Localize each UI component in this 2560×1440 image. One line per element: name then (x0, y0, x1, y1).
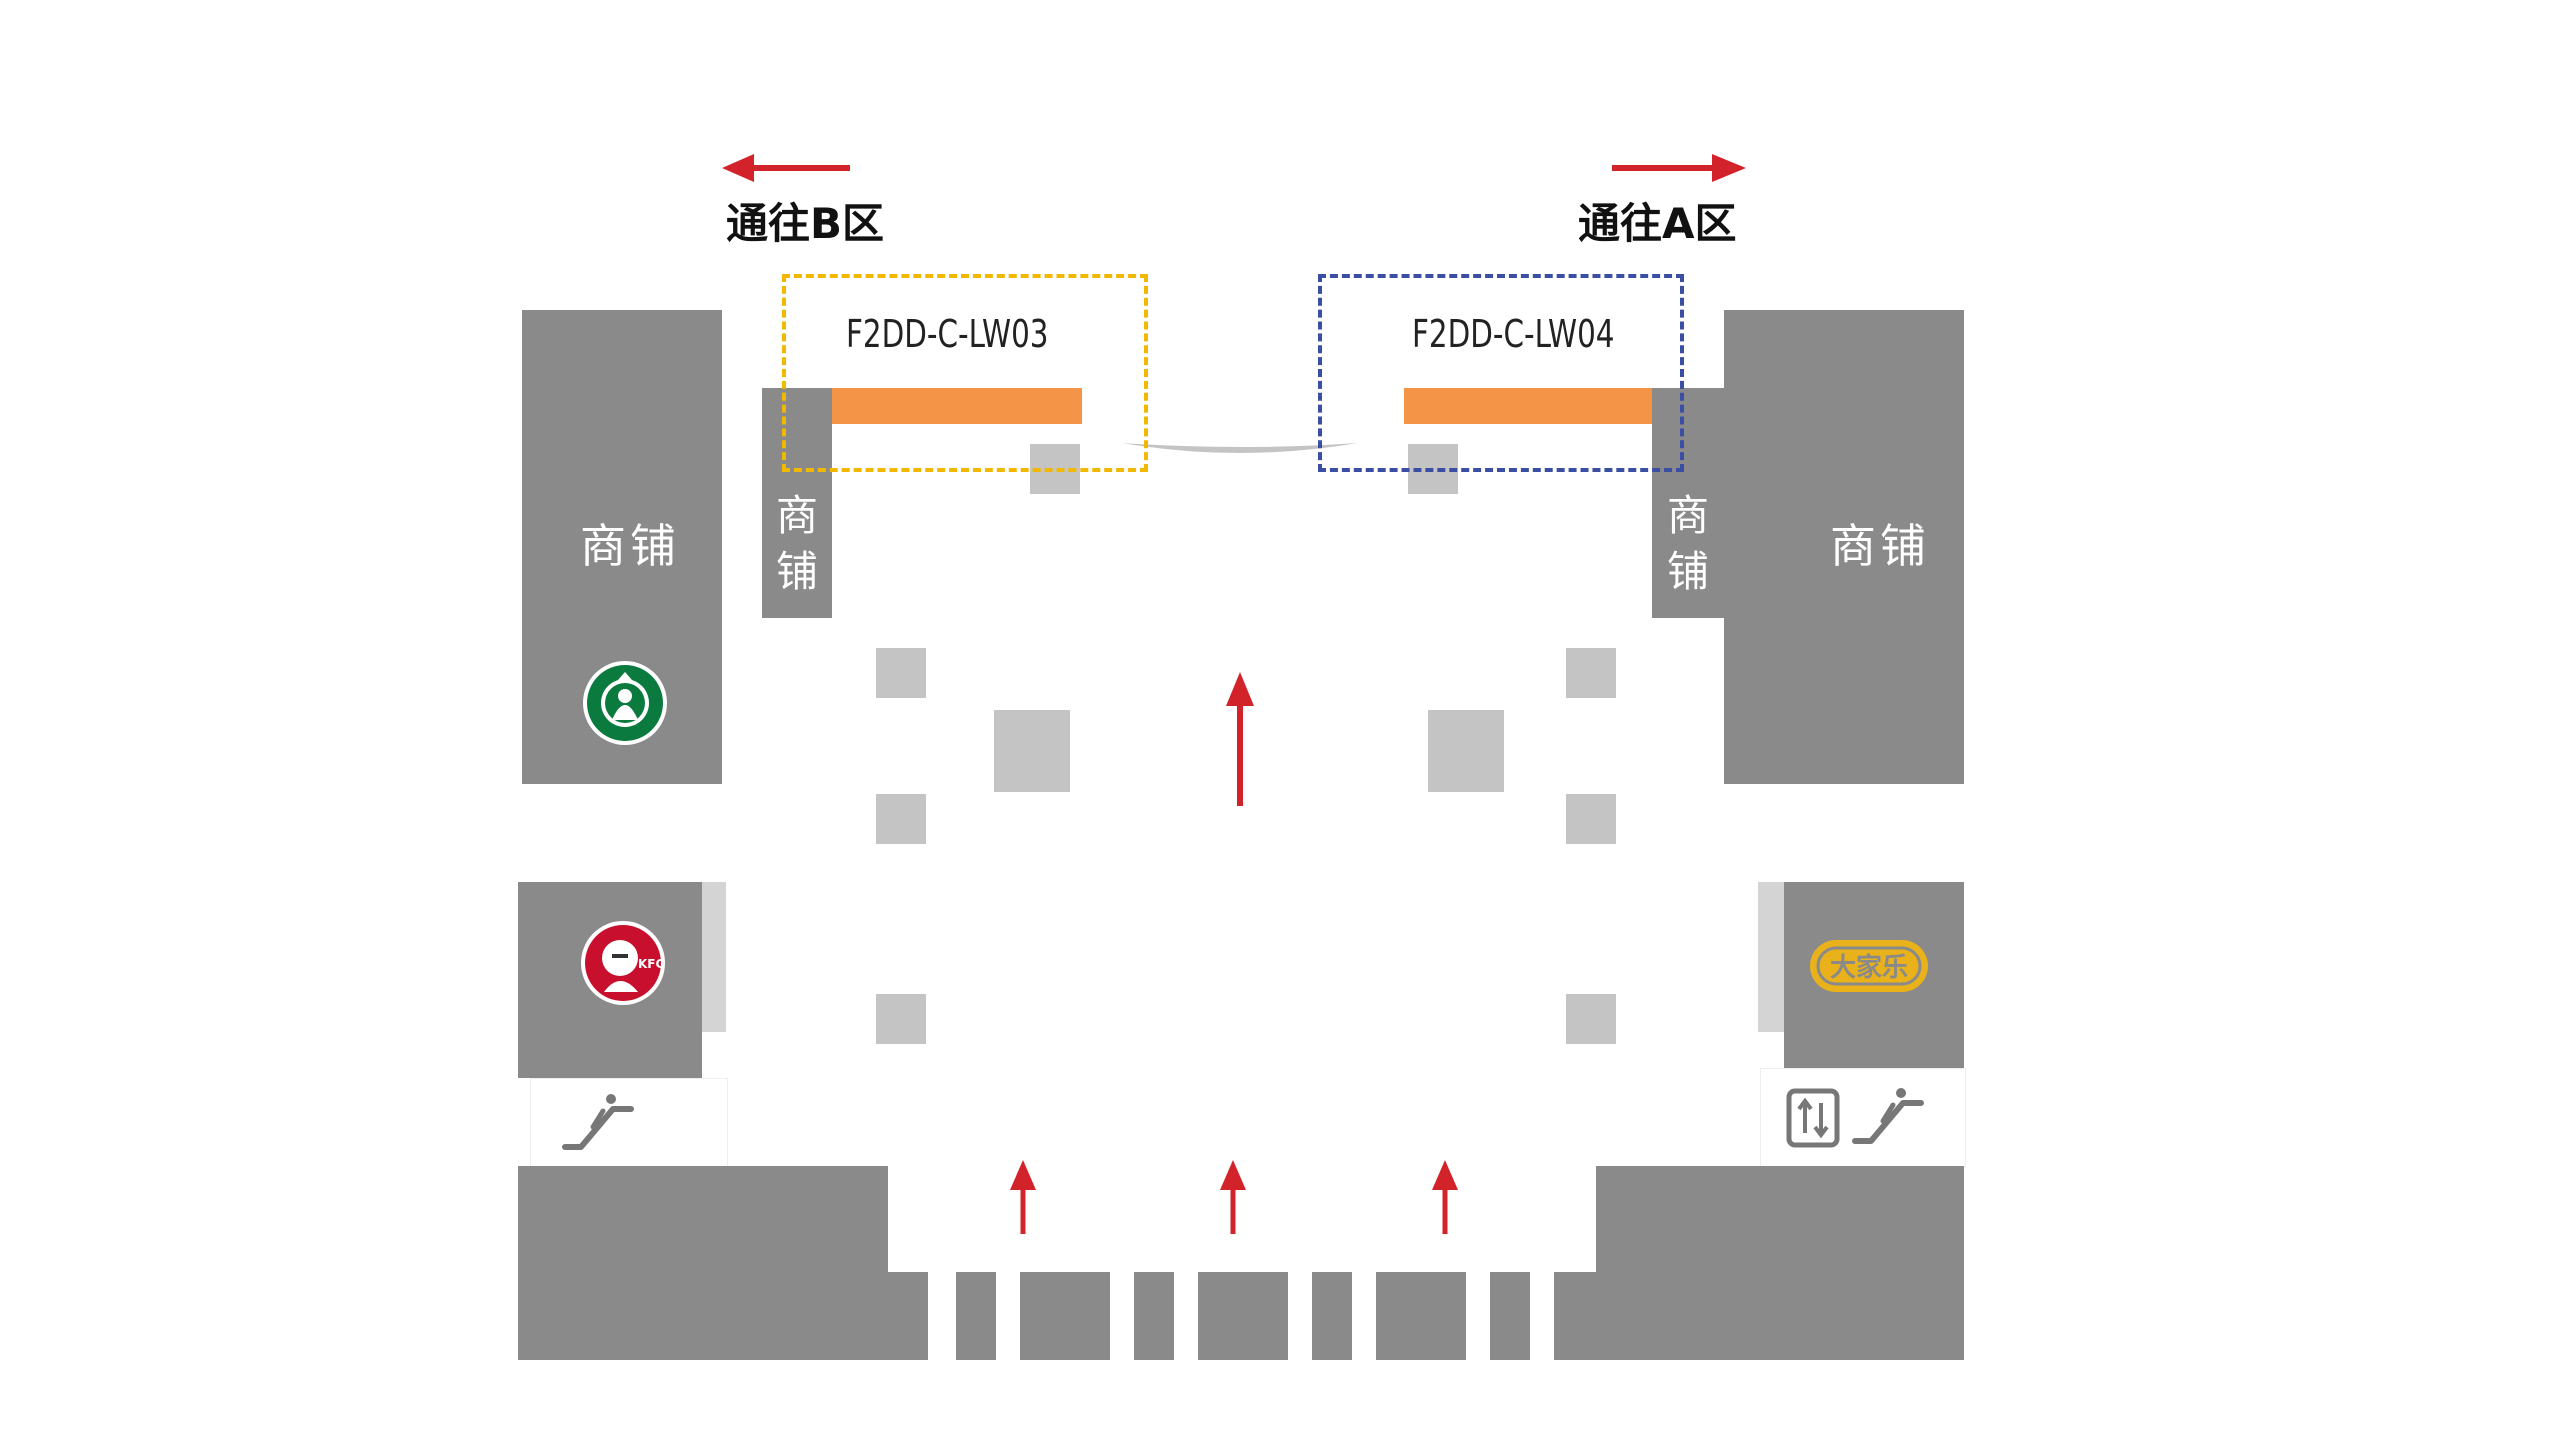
direction-label-a: 通往A区 (1578, 199, 1737, 248)
zone-lw03[interactable]: F2DD-C-LW03 (782, 274, 1148, 472)
pillar (876, 994, 926, 1044)
shop-kfc[interactable]: KFC (518, 882, 702, 1078)
entrance-pillar (956, 1272, 996, 1360)
entrance-pillar (1020, 1272, 1110, 1360)
entrance-pillar (1134, 1272, 1174, 1360)
arrow-up-icon (1010, 1160, 1036, 1234)
shop-left-large-label: 商铺 (580, 519, 680, 573)
transit-area-right[interactable] (1760, 1068, 1966, 1168)
entrance-pillar (1554, 1272, 1596, 1360)
shop-right-large[interactable]: 商铺 (1724, 310, 1964, 784)
elevator-icon (1786, 1088, 1840, 1148)
building-bottom-left (518, 1166, 888, 1360)
starbucks-logo-icon (583, 661, 667, 745)
zone-lw04-code: F2DD-C-LW04 (1412, 312, 1615, 356)
shop-right-small[interactable]: 商 铺 (1652, 388, 1724, 618)
entrance-pillar (1376, 1272, 1466, 1360)
pillar (876, 794, 926, 844)
arrow-left-icon (722, 154, 850, 182)
brand-logo-icon: 大家乐 (1810, 940, 1928, 992)
arrow-up-icon (1432, 1160, 1458, 1234)
wall-segment (1758, 882, 1786, 1032)
pillar-large (994, 710, 1070, 792)
entrance-pillar (1490, 1272, 1530, 1360)
pillar (876, 648, 926, 698)
ad-strip-lw03[interactable] (832, 388, 1082, 424)
shop-right-small-char-1: 商 (1666, 491, 1709, 540)
kfc-logo-icon: KFC (581, 921, 665, 1005)
shop-left-small-char-1: 商 (775, 491, 818, 540)
shop-right-brand[interactable]: 大家乐 (1784, 882, 1964, 1068)
zone-lw04[interactable]: F2DD-C-LW04 (1318, 274, 1684, 472)
zone-lw03-code: F2DD-C-LW03 (846, 312, 1049, 356)
shop-left-small[interactable]: 商 铺 (762, 388, 832, 618)
pillar (1566, 994, 1616, 1044)
kfc-logo-text: KFC (638, 957, 664, 971)
pillar (1566, 794, 1616, 844)
shop-right-small-label: 商 铺 (1658, 488, 1718, 600)
pillar-large (1428, 710, 1504, 792)
wall-segment (700, 882, 726, 1032)
brand-logo-text: 大家乐 (1830, 952, 1908, 983)
bridge-curve (1122, 443, 1358, 453)
shop-left-small-label: 商 铺 (767, 488, 827, 600)
shop-right-small-char-2: 铺 (1666, 547, 1709, 596)
escalator-area-left[interactable] (530, 1078, 728, 1168)
entrance-pillar (1312, 1272, 1352, 1360)
direction-label-b: 通往B区 (726, 199, 885, 248)
shop-left-large[interactable]: 商铺 (522, 310, 722, 784)
escalator-icon (1852, 1088, 1924, 1144)
shop-right-large-label: 商铺 (1830, 519, 1930, 573)
shop-left-small-char-2: 铺 (775, 547, 818, 596)
ad-strip-lw04[interactable] (1404, 388, 1652, 424)
escalator-icon (562, 1094, 634, 1150)
entrance-pillar (1198, 1272, 1288, 1360)
arrow-up-icon (1226, 672, 1254, 806)
pillar (1566, 648, 1616, 698)
building-bottom-right (1596, 1166, 1964, 1360)
arrow-right-icon (1612, 154, 1746, 182)
arrow-up-icon (1220, 1160, 1246, 1234)
entrance-pillar (888, 1272, 928, 1360)
